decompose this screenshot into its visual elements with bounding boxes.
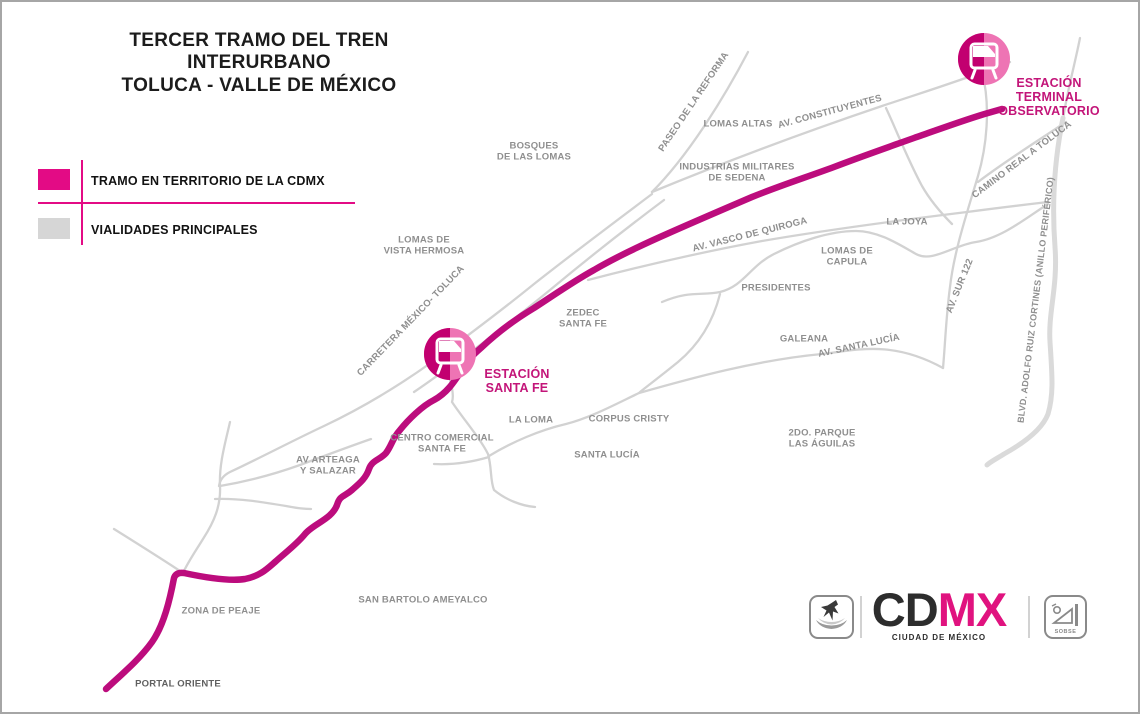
road-paseo-de-la-reforma xyxy=(650,50,750,194)
road-av-arteaga-y-salazar xyxy=(218,437,373,488)
cdmx-eagle-seal-icon xyxy=(816,600,847,629)
road-small-branch xyxy=(213,497,313,511)
page-title: TERCER TRAMO DEL TREN INTERURBANO TOLUCA… xyxy=(121,30,397,96)
road-corner-northeast xyxy=(1061,36,1082,122)
road-centro-comercial xyxy=(444,366,537,509)
station-label-terminal-observatorio: ESTACIÓN TERMINAL OBSERVATORIO xyxy=(998,76,1100,118)
station-icon-santa-fe xyxy=(422,326,478,382)
road-west-branch xyxy=(432,455,491,466)
legend-label-tramo: TRAMO EN TERRITORIO DE LA CDMX xyxy=(91,174,325,188)
sobse-label: SOBSE xyxy=(1054,629,1077,635)
road-carretera-mexico-toluca-a xyxy=(217,192,654,488)
sobse-tools-icon xyxy=(1051,603,1078,626)
road-presidentes-link xyxy=(638,292,722,394)
road-camino-real-a-toluca xyxy=(976,120,1068,184)
cdmx-wordmark: CDMX xyxy=(868,586,1010,633)
legend-divider-horizontal xyxy=(38,202,355,204)
logo-divider xyxy=(1028,596,1030,638)
road-north-south-link xyxy=(884,106,954,226)
legend-swatch-vialidades xyxy=(38,218,70,239)
road-anillo-periferico xyxy=(984,115,1066,468)
roads-layer xyxy=(112,36,1082,575)
cdmx-seal-box xyxy=(809,595,854,639)
road-av-constituyentes xyxy=(650,60,1012,194)
legend-swatch-tramo xyxy=(38,169,70,190)
cdmx-wordmark-cd: CD xyxy=(871,583,939,636)
road-left-diagonal xyxy=(112,527,185,575)
sobse-box: SOBSE xyxy=(1044,595,1087,639)
logo-divider xyxy=(860,596,862,638)
train-route-line xyxy=(102,105,1006,693)
legend-label-vialidades: VIALIDADES PRINCIPALES xyxy=(91,223,258,237)
station-label-santa-fe: ESTACIÓN SANTA FE xyxy=(484,367,550,395)
road-left-vertical xyxy=(181,420,232,575)
road-av-santa-lucia xyxy=(637,347,945,395)
cdmx-wordmark-mx: MX xyxy=(937,583,1007,636)
cdmx-tagline: CIUDAD DE MÉXICO xyxy=(891,633,987,642)
road-av-vasco-de-quiroga xyxy=(586,200,1050,282)
road-lomas-de-capula-loop xyxy=(660,202,1050,304)
road-av-sur-122 xyxy=(941,70,989,370)
road-la-loma xyxy=(487,391,641,458)
